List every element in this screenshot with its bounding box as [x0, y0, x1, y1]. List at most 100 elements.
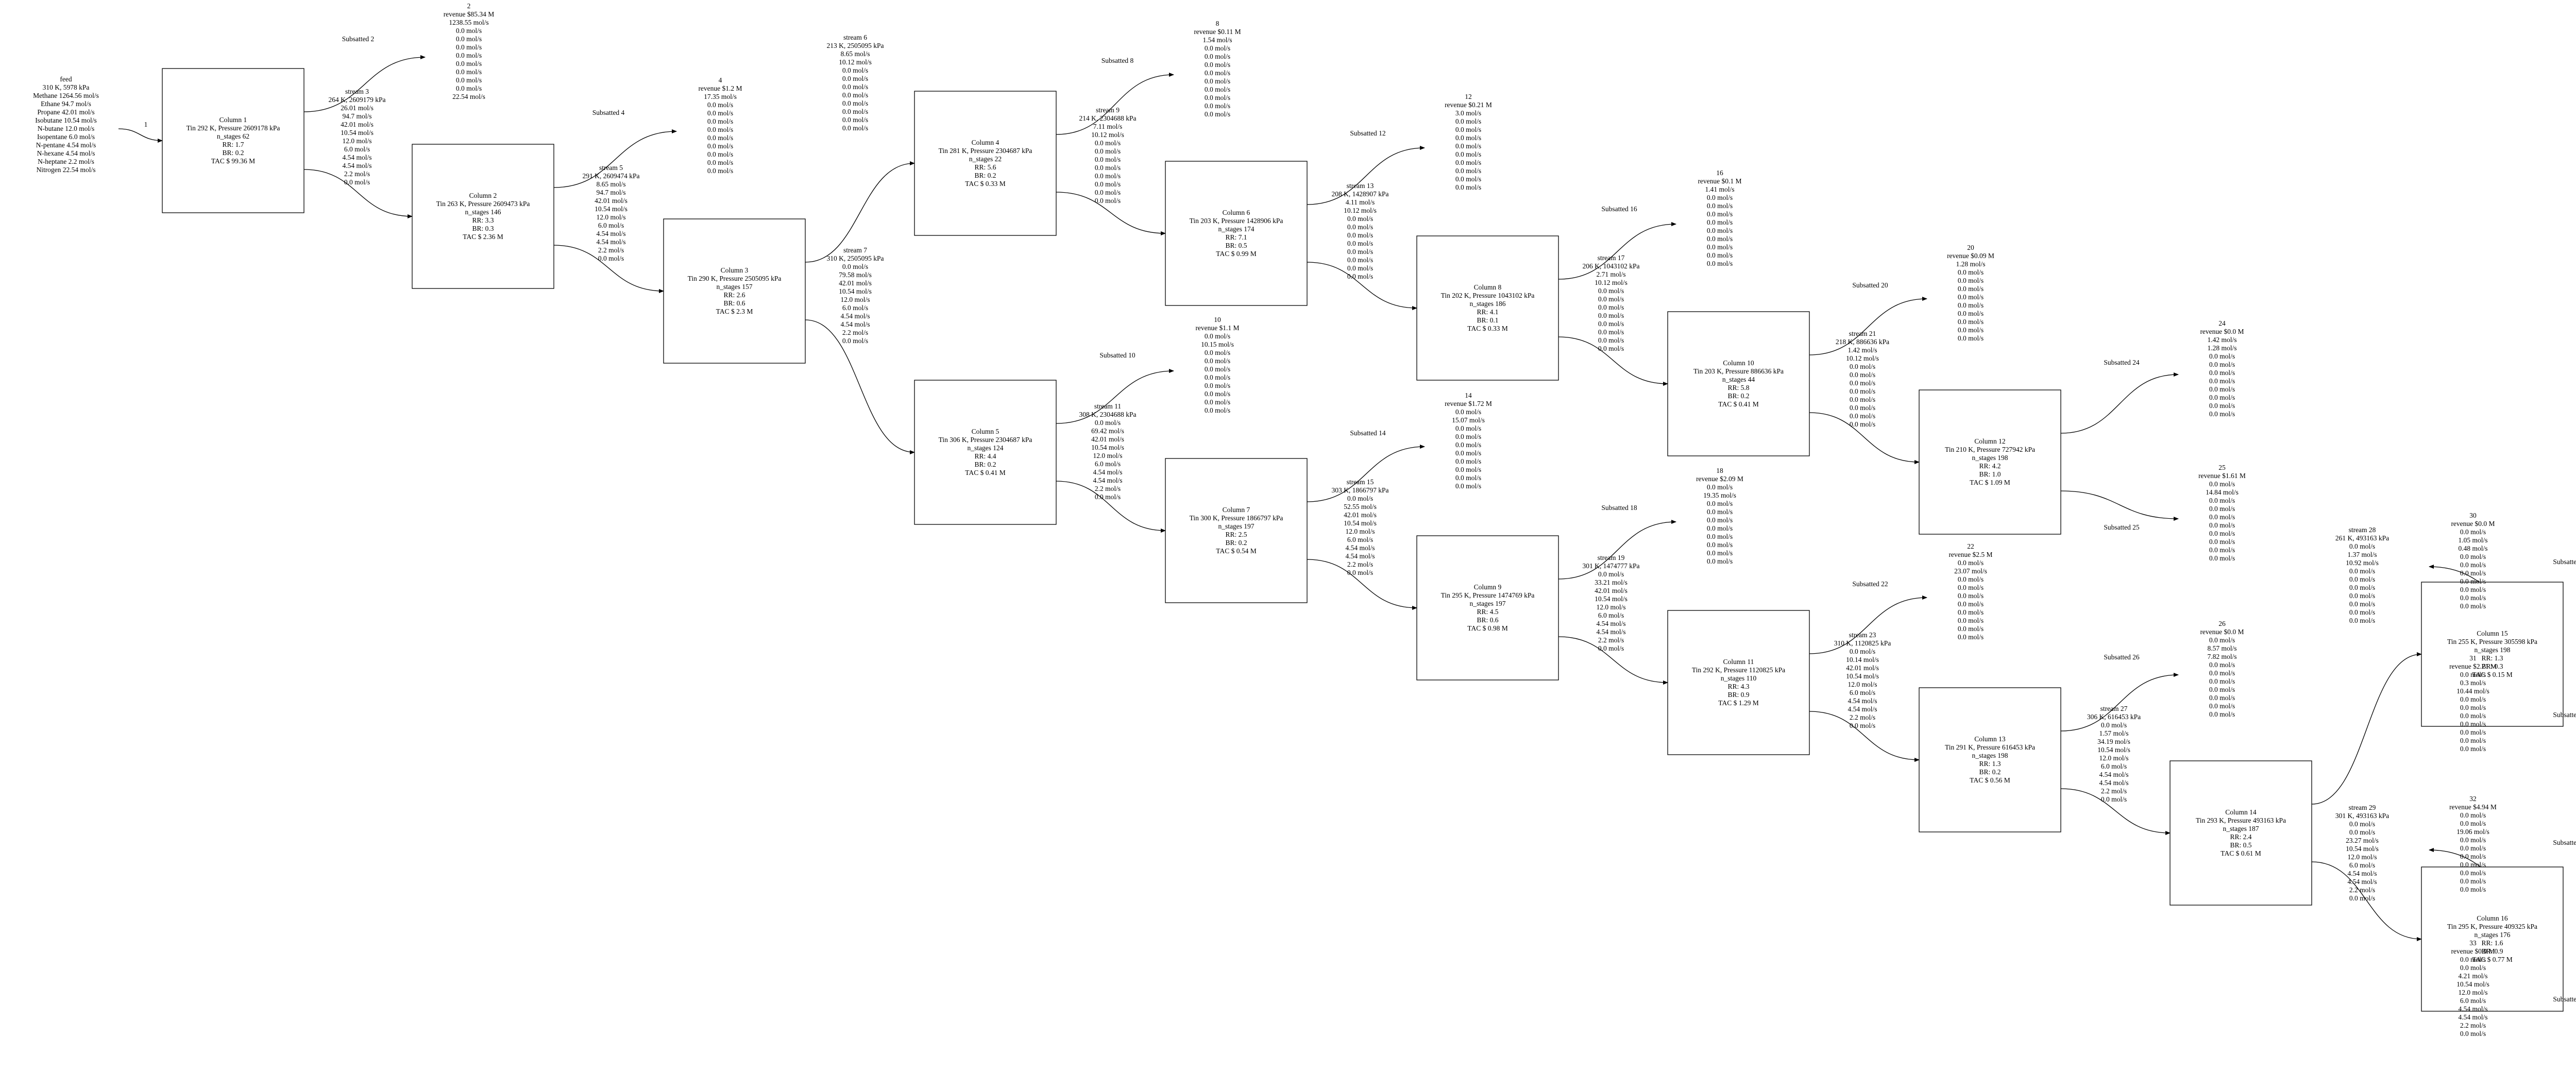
product-p4-line-9: 0.0 mol/s	[707, 150, 733, 158]
stream-s23-line-11: 0.0 mol/s	[1850, 722, 1875, 729]
column-8-line-2: RR: 4.1	[1477, 308, 1498, 316]
feed-line-7: N-pentane 4.54 mol/s	[36, 141, 96, 149]
column-box-12[interactable]	[1919, 389, 2061, 535]
column-title-12: Column 12	[1974, 437, 2005, 445]
stream-s3-line-0: stream 3	[345, 88, 369, 95]
product-p26-line-4: 7.82 mol/s	[2207, 653, 2236, 660]
product-p32-line-4: 19.06 mol/s	[2456, 828, 2489, 836]
column-box-13[interactable]	[1919, 687, 2061, 832]
column-box-8[interactable]	[1416, 235, 1559, 381]
stream-s17-line-11: 0.0 mol/s	[1598, 345, 1624, 352]
stream-s3-line-8: 4.54 mol/s	[342, 154, 371, 161]
product-p32-line-0: 32	[2469, 795, 2477, 803]
column-box-4[interactable]	[914, 91, 1057, 236]
column-box-9[interactable]	[1416, 535, 1559, 680]
column-box-15[interactable]	[2421, 582, 2564, 727]
edge-label-e33: Subsatted 33	[2553, 995, 2576, 1003]
product-p24-line-9: 0.0 mol/s	[2209, 394, 2235, 401]
product-p25-line-9: 0.0 mol/s	[2209, 538, 2235, 546]
column-title-14: Column 14	[2225, 808, 2257, 816]
stream-s29-line-6: 12.0 mol/s	[2347, 853, 2377, 861]
stream-s7-line-8: 4.54 mol/s	[840, 312, 870, 320]
product-p2-line-4: 0.0 mol/s	[456, 35, 482, 43]
product-p26-line-11: 0.0 mol/s	[2209, 710, 2235, 718]
product-p25-line-5: 0.0 mol/s	[2209, 505, 2235, 513]
edge-c2-to-c3	[553, 245, 664, 293]
column-10-line-3: BR: 0.2	[1727, 392, 1749, 400]
edges-layer	[118, 55, 2564, 996]
product-p20-line-0: 20	[1967, 244, 1974, 251]
product-p4-line-1: revenue $1.2 M	[698, 84, 742, 92]
product-p12-line-10: 0.0 mol/s	[1455, 175, 1481, 183]
product-p32-line-9: 0.0 mol/s	[2460, 869, 2486, 877]
column-1-line-4: TAC $ 99.36 M	[211, 157, 255, 165]
product-p26-line-2: 0.0 mol/s	[2209, 636, 2235, 644]
column-box-10[interactable]	[1667, 311, 1810, 456]
stream-s13-line-6: 0.0 mol/s	[1347, 231, 1373, 239]
column-4-line-1: n_stages 22	[969, 155, 1002, 163]
product-p30-line-9: 0.0 mol/s	[2460, 586, 2486, 593]
edge-label-e32: Subsatted 32	[2553, 839, 2576, 846]
column-box-6[interactable]	[1165, 161, 1308, 306]
column-box-11[interactable]	[1667, 610, 1810, 755]
product-p4-line-11: 0.0 mol/s	[707, 167, 733, 175]
column-box-14[interactable]	[2170, 760, 2312, 906]
product-p22-line-5: 0.0 mol/s	[1958, 584, 1984, 591]
stream-s3-line-10: 2.2 mol/s	[344, 170, 370, 178]
product-p14-line-7: 0.0 mol/s	[1455, 449, 1481, 457]
product-p31-line-9: 0.0 mol/s	[2460, 728, 2486, 736]
column-box-16[interactable]	[2421, 866, 2564, 1012]
column-8-line-3: BR: 0.1	[1477, 316, 1498, 324]
product-p14-line-2: 0.0 mol/s	[1455, 408, 1481, 416]
column-title-13: Column 13	[1974, 735, 2006, 743]
stream-s28-line-1: 261 K, 493163 kPa	[2335, 534, 2389, 542]
feed-line-10: Nitrogen 22.54 mol/s	[36, 166, 95, 174]
column-box-1[interactable]	[162, 68, 304, 213]
column-box-2[interactable]	[412, 144, 554, 289]
edge-c8-to-c10	[1558, 336, 1668, 386]
product-p16-line-6: 0.0 mol/s	[1707, 218, 1733, 226]
product-p18-line-8: 0.0 mol/s	[1707, 533, 1733, 540]
product-p26-line-1: revenue $0.0 M	[2200, 628, 2244, 636]
column-4-line-4: TAC $ 0.33 M	[965, 180, 1005, 188]
stream-s23-line-8: 4.54 mol/s	[1848, 697, 1877, 705]
product-p25-line-3: 14.84 mol/s	[2206, 488, 2239, 496]
stream-s29-line-5: 10.54 mol/s	[2346, 845, 2379, 853]
product-p31-line-7: 0.0 mol/s	[2460, 712, 2486, 720]
stream-s7-line-4: 42.01 mol/s	[839, 279, 872, 287]
product-p16-line-5: 0.0 mol/s	[1707, 210, 1733, 218]
stream-s15-line-10: 2.2 mol/s	[1347, 560, 1373, 568]
feed-line-9: N-heptane 2.2 mol/s	[38, 158, 94, 165]
column-9-line-3: BR: 0.6	[1477, 616, 1498, 624]
stream-s19-line-5: 10.54 mol/s	[1595, 595, 1628, 603]
stream-s28-line-2: 0.0 mol/s	[2349, 542, 2375, 550]
stream-s17-line-5: 0.0 mol/s	[1598, 295, 1624, 303]
column-3-line-4: TAC $ 2.3 M	[716, 308, 753, 315]
stream-s19-line-1: 301 K, 1474777 kPa	[1583, 562, 1640, 570]
product-p16-line-9: 0.0 mol/s	[1707, 243, 1733, 251]
edge-c13-to-p26	[2060, 673, 2179, 731]
column-box-3[interactable]	[663, 218, 806, 364]
product-p31-line-5: 0.0 mol/s	[2460, 695, 2486, 703]
product-p22-line-10: 0.0 mol/s	[1958, 625, 1984, 633]
stream-s15-line-11: 0.0 mol/s	[1347, 569, 1373, 576]
column-box-5[interactable]	[914, 380, 1057, 525]
product-p4-line-2: 17.35 mol/s	[704, 93, 737, 100]
product-p4-line-4: 0.0 mol/s	[707, 109, 733, 117]
column-title-11: Column 11	[1723, 658, 1754, 666]
stream-s28-line-10: 0.0 mol/s	[2349, 608, 2375, 616]
stream-s11-line-3: 69.42 mol/s	[1091, 427, 1124, 435]
product-p25-line-2: 0.0 mol/s	[2209, 480, 2235, 488]
stream-s3-line-9: 4.54 mol/s	[342, 162, 371, 169]
product-p31-line-10: 0.0 mol/s	[2460, 737, 2486, 744]
stream-s28-line-7: 0.0 mol/s	[2349, 584, 2375, 591]
stream-s6-line-10: 0.0 mol/s	[842, 116, 868, 124]
stream-s5-line-6: 12.0 mol/s	[596, 213, 625, 221]
product-p10-line-11: 0.0 mol/s	[1205, 406, 1230, 414]
column-title-5: Column 5	[972, 428, 999, 435]
column-16-line-2: RR: 1.6	[2481, 939, 2503, 947]
stream-s9-line-9: 0.0 mol/s	[1095, 180, 1121, 188]
edge-c6-to-c8	[1307, 262, 1417, 310]
feed-label: feed	[60, 75, 72, 83]
column-box-7[interactable]	[1165, 458, 1308, 603]
